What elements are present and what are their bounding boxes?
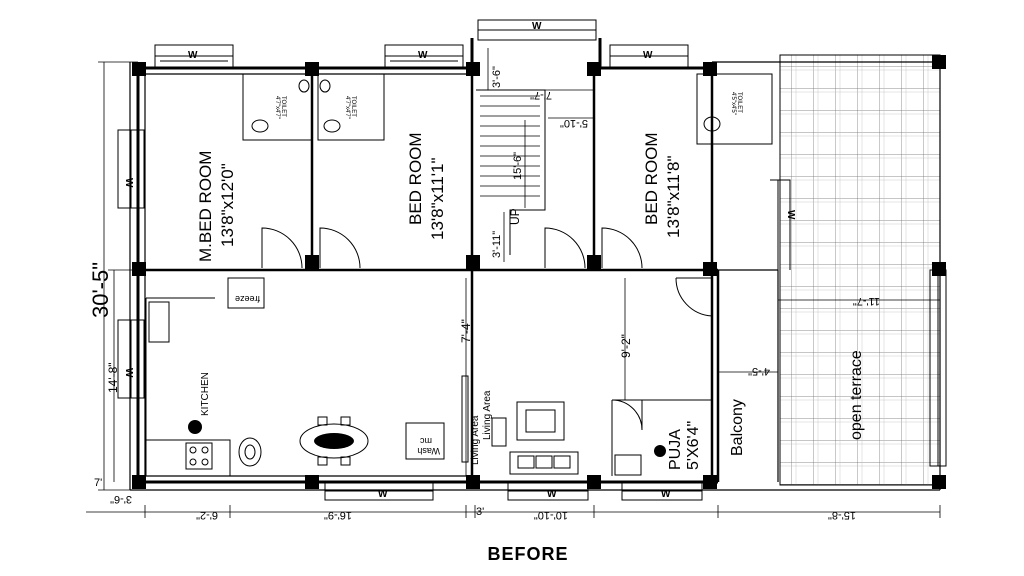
dining-table: [299, 416, 369, 466]
window-label: W: [785, 210, 796, 220]
terrace-tile-area: [779, 54, 941, 486]
staircase: UP: [476, 89, 546, 255]
dim-left-bottom: 7': [94, 477, 102, 489]
puja-size: 5'X6'4": [685, 421, 702, 470]
window-label: W: [188, 50, 198, 61]
window-label: W: [532, 21, 542, 32]
bed-room-2-size: 13'8"x11'1": [428, 157, 447, 240]
m-bed-room-size: 13'8"x12'0": [218, 163, 237, 247]
toilet-label: TOILET: [350, 96, 356, 117]
dim-stair-low: 3'-11": [491, 231, 503, 258]
living-area-label: Living Area: [470, 415, 481, 465]
dim-bottom-a: 3'-6": [110, 493, 132, 505]
kitchen-fixtures: freeze KITCHEN: [145, 277, 265, 476]
stair-up-label: UP: [508, 208, 522, 225]
living-area-label-2: Living Area: [482, 390, 493, 440]
bed-room-3-name: BED ROOM: [642, 132, 661, 225]
window-label: W: [643, 50, 653, 61]
m-bed-room-name: M.BED ROOM: [196, 151, 215, 262]
dim-living-height: 7'-4": [459, 319, 473, 343]
bed-room-2-name: BED ROOM: [406, 132, 425, 225]
toilet-size-a: 4'7"x4'7": [274, 96, 280, 119]
doors: [261, 227, 713, 431]
dim-stair-mid: 5'-10": [560, 117, 588, 129]
toilets: TOILET 4'7"x4'7" TOILET 4'7"x4'7" TOILET…: [242, 73, 773, 145]
puja-label: PUJA: [667, 429, 684, 470]
room-labels: M.BED ROOM 13'8"x12'0" BED ROOM 13'8"x11…: [196, 132, 865, 456]
windows: [117, 19, 947, 501]
dim-balcony-width: 4'-5": [748, 365, 770, 377]
living-furniture: Living Area Living Area: [461, 375, 579, 475]
dim-bottom-b: 6'-2": [196, 509, 218, 521]
window-labels: W W W W W W W W W W: [123, 21, 796, 500]
dimension-lines: [86, 48, 941, 518]
washing-machine: Wash mc: [405, 422, 445, 460]
dim-left-lower: 14'-8": [106, 362, 120, 393]
wall-columns: [132, 55, 946, 489]
dim-right-height: 9'-2": [619, 334, 633, 358]
toilet-size-b: 4'7"x4'7": [344, 96, 350, 119]
balcony-label: Balcony: [729, 399, 746, 456]
plan-caption: BEFORE: [487, 544, 568, 564]
dim-bottom-c: 16'-9": [324, 509, 352, 521]
window-label: W: [661, 489, 671, 500]
dim-overall-height: 30'-5": [88, 262, 113, 318]
dim-bottom-f: 15'-8": [828, 509, 856, 521]
window-label: W: [123, 178, 134, 188]
toilet-label: TOILET: [736, 92, 742, 113]
dim-stair-top: 3'-6": [491, 66, 503, 88]
fridge-label: freeze: [235, 294, 260, 304]
kitchen-marker-icon: [188, 420, 202, 434]
window-label: W: [378, 489, 388, 500]
dim-terrace-width: 11'-7": [853, 295, 880, 307]
dimension-labels: 30'-5" 14'-8" 7' 3'-6" 6'-2" 16'-9" 3' 1…: [88, 66, 880, 521]
kitchen-label: KITCHEN: [200, 372, 211, 416]
dim-bottom-e: 10'-10": [534, 509, 568, 521]
window-label: W: [418, 50, 428, 61]
dim-stair-width: 7'-7": [530, 89, 552, 101]
window-label: W: [123, 368, 134, 378]
open-terrace-label: open terrace: [848, 350, 865, 440]
toilet-size-c: 4'5"x4'5": [730, 92, 736, 115]
wash-label: Wash: [417, 446, 440, 456]
bed-room-3-size: 13'8"x11'8": [664, 155, 683, 238]
toilet-label: TOILET: [280, 96, 286, 117]
wash-sublabel: mc: [420, 436, 432, 446]
puja-room: PUJA 5'X6'4": [611, 399, 712, 476]
window-label: W: [547, 489, 557, 500]
dim-bottom-d: 3': [476, 506, 484, 518]
dim-stair-run: 15'-6": [512, 152, 524, 180]
